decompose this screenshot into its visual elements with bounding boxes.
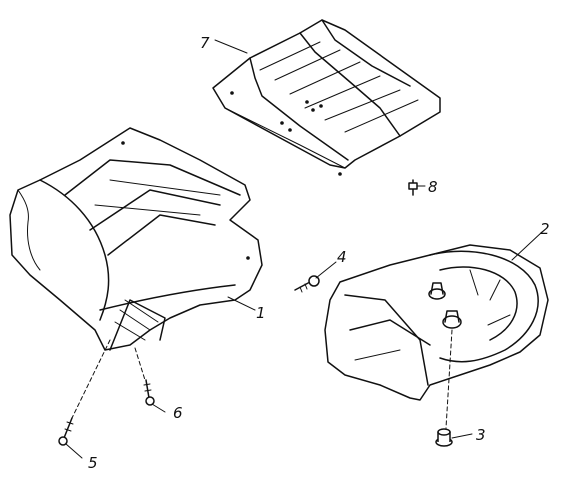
callout-1: 1 bbox=[256, 304, 266, 322]
clip-8 bbox=[408, 179, 418, 196]
main-cover-part bbox=[9, 127, 263, 351]
callout-6: 6 bbox=[173, 404, 183, 422]
callout-5: 5 bbox=[88, 454, 98, 472]
callout-2: 2 bbox=[540, 220, 550, 238]
leader-lines bbox=[65, 39, 543, 459]
top-panel-part bbox=[212, 19, 441, 176]
callout-4: 4 bbox=[337, 248, 347, 266]
lower-bracket-cover-part bbox=[324, 244, 549, 401]
nut-3 bbox=[435, 428, 453, 447]
screw-6 bbox=[143, 379, 155, 406]
screw-5 bbox=[58, 417, 74, 446]
callout-8: 8 bbox=[428, 178, 438, 196]
screw-4 bbox=[294, 275, 320, 293]
callout-7: 7 bbox=[200, 34, 210, 52]
callout-3: 3 bbox=[476, 426, 486, 444]
